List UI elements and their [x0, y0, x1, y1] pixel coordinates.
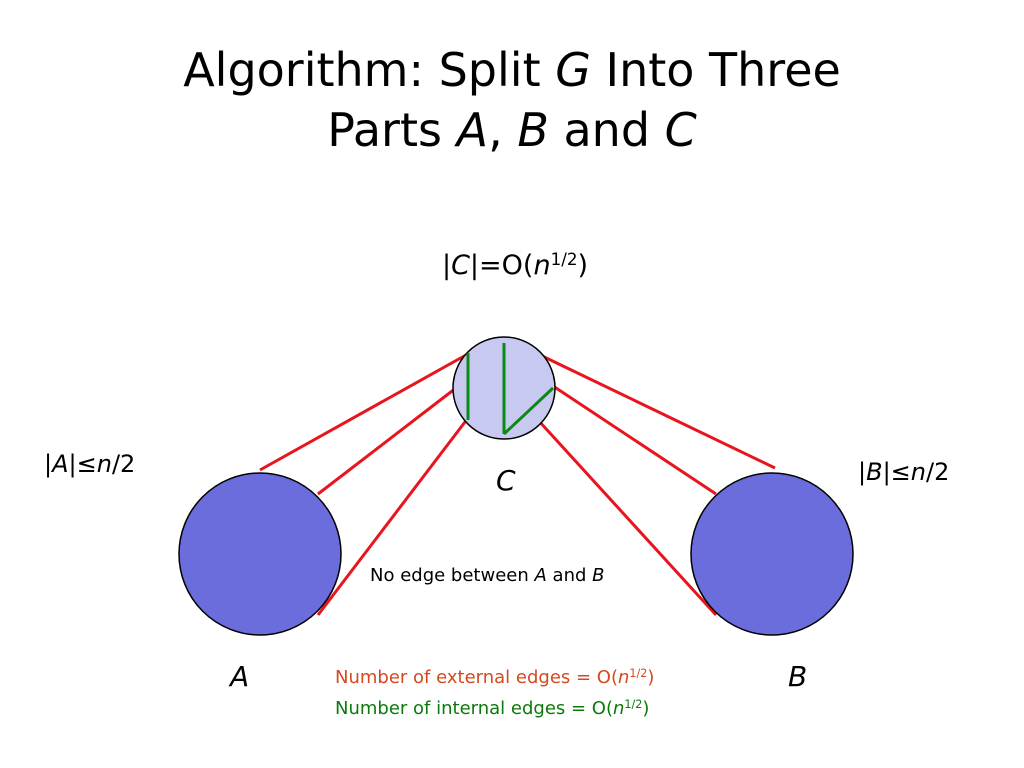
external-edge-c-b-2 — [549, 382, 717, 496]
part-b-circle — [690, 472, 854, 636]
external-edge-c-a-1 — [259, 353, 467, 472]
separator-size-label: |C|=O(n1/2) — [441, 248, 589, 281]
slide-title: Algorithm: Split G Into Three Parts A, B… — [0, 40, 1024, 160]
no-edge-note: No edge between A and B — [370, 565, 605, 586]
part-b-label: B — [788, 660, 808, 693]
part-a-circle — [178, 472, 342, 636]
separator-c-label: C — [496, 464, 516, 497]
external-edges-note: Number of external edges = O(n1/2) — [335, 666, 655, 688]
external-edge-c-a-2 — [317, 386, 457, 496]
part-b-size-label: |B|≤n/2 — [858, 458, 950, 486]
external-edge-c-b-3 — [536, 418, 718, 617]
internal-edge-3 — [502, 386, 555, 436]
internal-edges-note: Number of internal edges = O(n1/2) — [335, 697, 650, 719]
part-a-label: A — [230, 660, 250, 693]
title-line-1: Algorithm: Split G Into Three — [183, 43, 841, 97]
external-edge-c-a-3 — [316, 417, 470, 616]
external-edge-c-b-1 — [537, 352, 776, 470]
title-line-2: Parts A, B and C — [327, 103, 697, 157]
part-a-size-label: |A|≤n/2 — [44, 450, 136, 478]
